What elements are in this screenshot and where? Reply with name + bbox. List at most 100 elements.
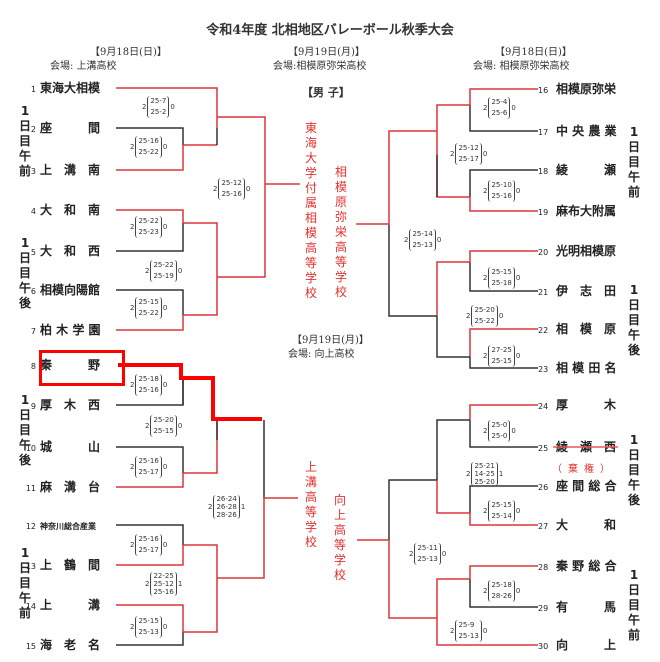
set-score: 25-13 — [458, 632, 479, 640]
sets-lost: 0 — [162, 223, 168, 231]
line-team3 — [116, 145, 184, 171]
sets-lost: 0 — [177, 267, 183, 275]
team-number: 2 — [30, 125, 36, 134]
set-score: 25-16 — [138, 386, 159, 394]
team-number: 29 — [538, 604, 549, 613]
team-name: 大 和 西 — [40, 244, 101, 258]
line-team6 — [116, 289, 184, 315]
sets-won: 2 — [130, 223, 135, 231]
team-name: 相模原弥栄 — [556, 82, 617, 96]
sets-won: 2 — [142, 103, 147, 111]
team-name: 座 間 総 合 — [556, 479, 617, 493]
center-bottom-venue: 会場: 向上高校 — [288, 349, 355, 360]
sets-lost: 0 — [441, 550, 447, 558]
set-score: 25-17 — [138, 546, 159, 554]
line-team30 — [436, 618, 538, 646]
team-name: 伊 志 田 — [556, 284, 617, 298]
set-score: 25-16 — [491, 192, 512, 200]
line-team28 — [469, 565, 538, 579]
line-m21-winner — [436, 419, 470, 480]
sets-won: 2 — [466, 312, 471, 320]
set-score: 25-15 — [153, 427, 174, 435]
set-score: 25-14 — [491, 512, 512, 520]
line-m25-winner — [436, 578, 470, 618]
sets-lost: 0 — [245, 185, 251, 193]
line-team1 — [116, 87, 218, 128]
set-score: 25-15 — [138, 298, 159, 306]
set-score: 26-28 — [216, 503, 237, 511]
team-right: 29 有 馬 — [538, 599, 634, 615]
team-name: 秦 野 — [40, 358, 101, 372]
sets-won: 2 — [483, 587, 488, 595]
team-number: 12 — [25, 522, 36, 531]
team-name: 城 山 — [40, 440, 101, 454]
sets-lost: 0 — [511, 104, 516, 112]
left-date: 【9月18日(日)】 — [90, 47, 167, 58]
team-name: 相 模 田 名 — [556, 361, 617, 375]
set-score: 25-18 — [491, 581, 512, 589]
line-team4 — [116, 209, 184, 223]
set-score: 25-18 — [138, 375, 159, 383]
team-left: 5 大 和 西 — [22, 243, 118, 259]
set-score: 22-25 — [153, 572, 174, 580]
set-score: 25-16 — [153, 588, 174, 596]
line-team10 — [116, 446, 184, 473]
highlight-path-team8 — [118, 363, 262, 421]
set-score: 25-20 — [153, 416, 174, 424]
line-m20-winner — [436, 316, 470, 358]
line-team20 — [469, 250, 538, 262]
team-name: 中 央 農 業 — [556, 124, 617, 138]
set-score: 25-12 — [458, 144, 479, 152]
block-winner-top-left: 東海大学付属相模高等学校 — [304, 121, 317, 300]
team-name: 綾 瀬 西 — [556, 440, 617, 454]
center-top-date: 【9月19日(月)】 — [288, 47, 365, 58]
line-team12 — [116, 524, 184, 545]
line-m23-winner — [436, 480, 470, 514]
team-name: 厚 木 — [556, 398, 617, 412]
set-score: 25-16 — [138, 535, 159, 543]
team-number: 5 — [30, 248, 36, 257]
line-team23 — [469, 357, 538, 369]
team-number: 22 — [538, 326, 549, 335]
set-scores: 25-18 25-16 — [135, 374, 162, 396]
sets-lost: 1 — [498, 470, 504, 478]
line-team24 — [469, 404, 538, 420]
set-score: 25-6 — [491, 109, 508, 117]
sets-won: 2 — [145, 267, 150, 275]
left-venue: 会場: 上溝高校 — [50, 61, 117, 72]
team-name: 相 模 原 — [556, 322, 617, 336]
set-score: 25-12 — [221, 179, 242, 187]
right-date: 【9月18日(日)】 — [495, 47, 572, 58]
team-name: 有 馬 — [556, 600, 617, 614]
set-score: 25-9 — [458, 621, 475, 629]
team-number: 16 — [538, 86, 549, 95]
sets-won: 2 — [483, 187, 488, 195]
line-m5-winner — [217, 195, 266, 278]
line-m19-winner — [388, 225, 437, 317]
sets-lost: 0 — [482, 150, 488, 158]
right-venue: 会場: 相模原弥栄高校 — [473, 61, 570, 72]
team-number: 7 — [30, 327, 36, 336]
line-m12-winner — [217, 498, 265, 579]
team-number: 11 — [25, 484, 36, 493]
set-score: 25-22 — [138, 217, 159, 225]
sets-won: 2 — [213, 185, 218, 193]
line-team11 — [116, 473, 184, 488]
team-name: 東海大相模 — [40, 81, 101, 95]
set-scores: 25-9 25-13 — [455, 620, 482, 642]
